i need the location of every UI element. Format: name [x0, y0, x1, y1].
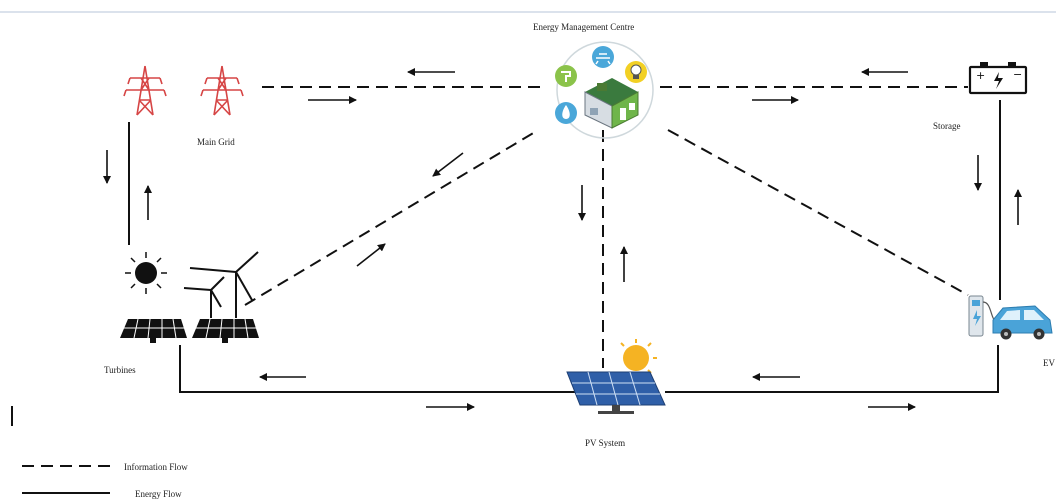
label-storage: Storage	[933, 121, 961, 131]
solar-panel-icon	[566, 371, 666, 414]
arrow-emc-to-turbines	[432, 152, 464, 177]
emc-satellite-icons	[555, 46, 647, 124]
energy-flow-lines	[128, 100, 1001, 393]
margin-mark	[11, 406, 13, 426]
solar-panel-icon	[192, 318, 259, 343]
sun-icon	[125, 252, 167, 294]
flow-arrows	[103, 68, 1022, 411]
pylon-icon	[200, 65, 244, 116]
pv-system	[566, 339, 666, 414]
legend: Information Flow Energy Flow	[22, 462, 188, 499]
ev-car-icon	[992, 305, 1053, 340]
label-ev: EV	[1043, 358, 1055, 368]
label-pv-system: PV System	[585, 438, 625, 448]
legend-information-flow: Information Flow	[124, 462, 188, 472]
solar-panel-icon	[120, 318, 187, 343]
label-turbines: Turbines	[104, 365, 136, 375]
label-energy-management-centre: Energy Management Centre	[533, 22, 634, 32]
legend-energy-flow: Energy Flow	[135, 489, 182, 499]
pylon-icon	[123, 65, 167, 116]
svg-text:−: −	[1013, 68, 1022, 81]
house-icon	[556, 41, 654, 139]
arrow-turbines-to-emc	[356, 243, 386, 267]
info-line-turbines-emc	[244, 131, 536, 306]
svg-text:+: +	[976, 69, 985, 82]
energy-line-pv-ev	[665, 345, 999, 393]
sun-icon	[620, 339, 657, 374]
wind-turbine-icon	[183, 251, 259, 318]
energy-line-turbines-pv	[179, 345, 580, 393]
battery-icon: + −	[968, 62, 1028, 95]
info-line-emc-ev	[667, 129, 969, 296]
information-flow-lines	[244, 86, 969, 368]
label-main-grid: Main Grid	[197, 137, 235, 147]
